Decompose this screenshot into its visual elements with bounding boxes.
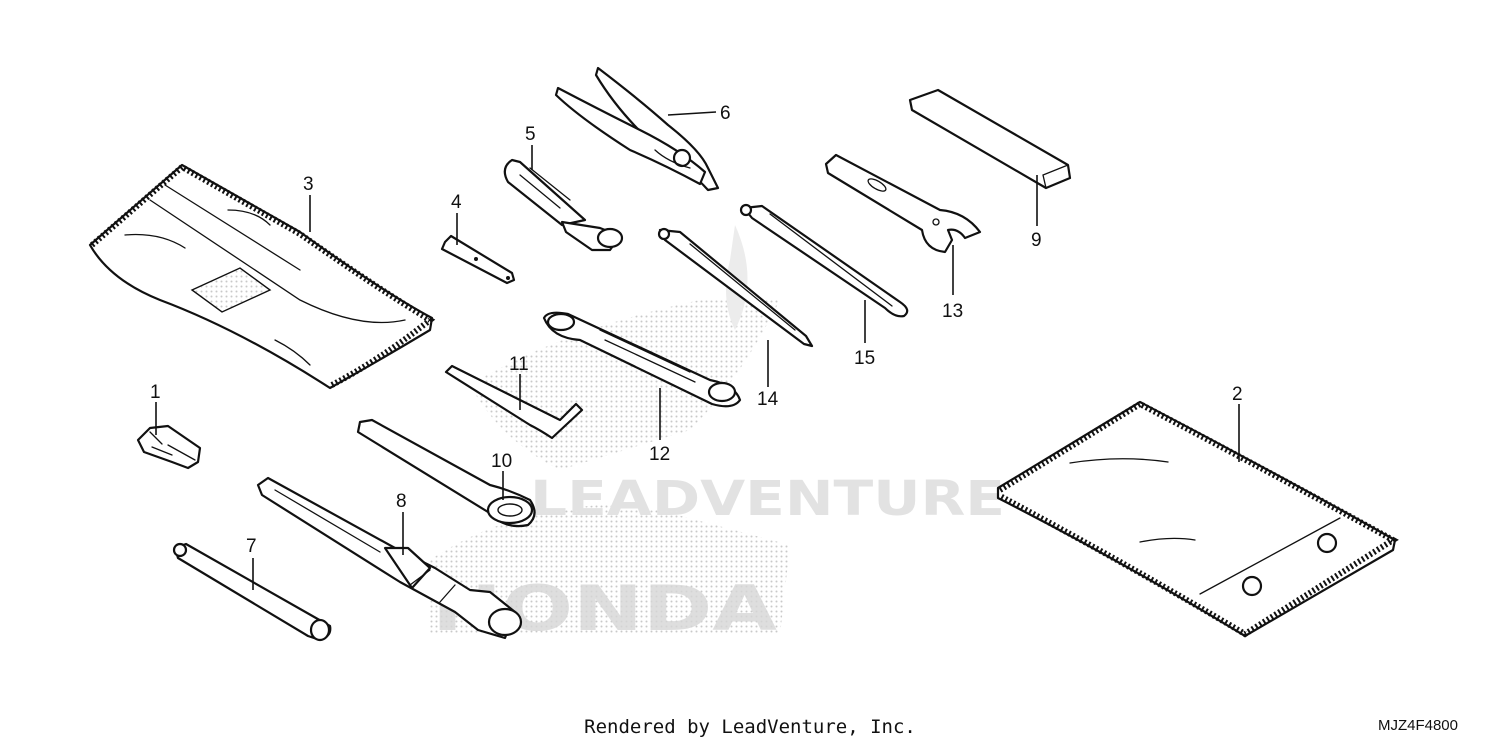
part-7-extension-bar bbox=[172, 542, 332, 642]
part-3-tool-bag bbox=[88, 163, 436, 390]
part-4-flat-wrench bbox=[440, 234, 516, 285]
part-9-tool-case bbox=[908, 88, 1072, 190]
part-2-flat-pouch bbox=[996, 400, 1399, 638]
callout-5: 5 bbox=[525, 124, 536, 145]
part-8-socket-wrench bbox=[256, 476, 523, 640]
callout-3: 3 bbox=[303, 174, 314, 195]
watermark-leadventure: LEADVENTURE bbox=[530, 471, 1005, 527]
part-14-screwdriver bbox=[657, 227, 814, 348]
callout-10: 10 bbox=[491, 451, 512, 472]
part-12-box-wrench bbox=[542, 311, 742, 408]
leader-lines bbox=[155, 111, 1240, 590]
footer-credit: Rendered by LeadVenture, Inc. bbox=[584, 716, 916, 738]
watermark: LEADVENTURE HONDA bbox=[430, 225, 1005, 645]
part-6-pliers bbox=[554, 66, 720, 192]
callout-2: 2 bbox=[1232, 384, 1243, 405]
callout-9: 9 bbox=[1031, 230, 1042, 251]
callout-7: 7 bbox=[246, 536, 257, 557]
callout-1: 1 bbox=[150, 382, 161, 403]
callout-11: 11 bbox=[509, 354, 529, 375]
callout-12: 12 bbox=[649, 444, 670, 465]
part-11-hex-key bbox=[444, 364, 584, 440]
part-15-screwdriver-shaft bbox=[739, 203, 909, 318]
part-1-clip bbox=[136, 424, 202, 470]
callout-4: 4 bbox=[451, 192, 462, 213]
callout-15: 15 bbox=[854, 348, 875, 369]
callout-labels: 1 2 3 4 5 6 7 8 9 10 11 12 13 14 15 bbox=[150, 103, 1243, 557]
callout-8: 8 bbox=[396, 491, 407, 512]
callout-13: 13 bbox=[942, 301, 963, 322]
part-13-open-wrench bbox=[824, 153, 982, 254]
part-10-ring-wrench bbox=[356, 418, 536, 528]
diagram-code: MJZ4F4800 bbox=[1377, 717, 1458, 734]
part-5-screwdriver-handle bbox=[503, 158, 624, 252]
callout-14: 14 bbox=[757, 389, 779, 410]
callout-6: 6 bbox=[720, 103, 731, 124]
